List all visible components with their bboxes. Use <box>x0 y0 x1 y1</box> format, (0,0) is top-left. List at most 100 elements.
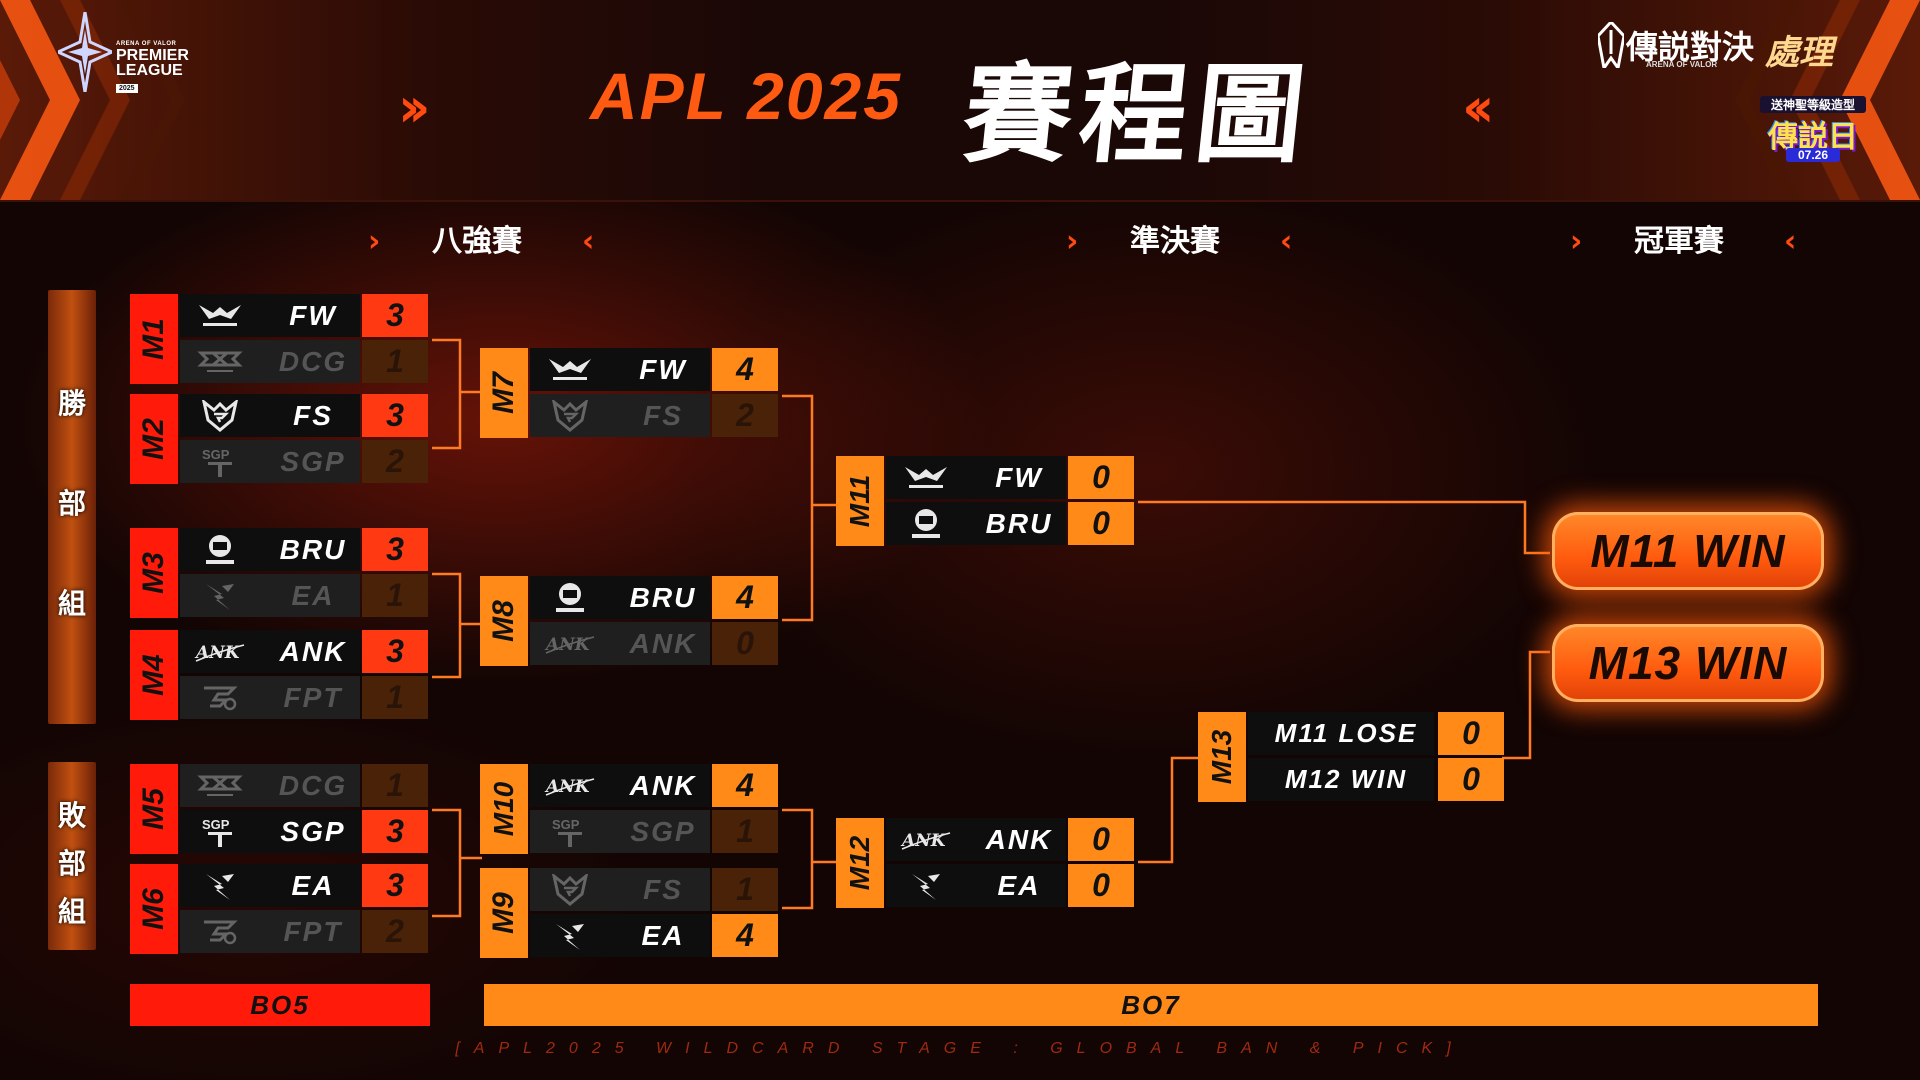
team-name: SGP <box>630 816 696 847</box>
team-name: SGP <box>280 446 346 477</box>
promo-line-1: 送神聖等級造型 <box>1760 96 1866 113</box>
chevron-right-icon: › <box>1066 224 1079 259</box>
ank-logo-icon: ANK <box>542 770 598 802</box>
fpt-logo-icon <box>192 916 248 948</box>
team-score: 0 <box>1438 758 1504 801</box>
match-id-label: M13 <box>1198 712 1246 802</box>
team-name: BRU <box>629 582 697 613</box>
team-name-box <box>180 764 360 807</box>
team-score: 1 <box>362 340 428 383</box>
team-score: 0 <box>712 622 778 665</box>
round-header-quarterfinal: › 八強賽 ‹ <box>368 220 600 264</box>
match-id-text: M8 <box>487 600 520 642</box>
team-name: ANK <box>985 824 1053 855</box>
fs-logo-icon <box>542 874 598 906</box>
team-name-box <box>180 574 360 617</box>
sgp-logo-icon: SGP <box>192 816 248 848</box>
dcg-logo-icon <box>192 346 248 378</box>
svg-text:SGP: SGP <box>552 817 580 832</box>
team-score: 3 <box>362 528 428 571</box>
apl-logo: ARENA OF VALOR PREMIER LEAGUE 2025 <box>58 12 208 93</box>
match-id-text: M9 <box>487 892 520 934</box>
round-header-final: › 冠軍賽 ‹ <box>1570 220 1802 264</box>
ea-logo-icon <box>542 920 598 952</box>
team-name: FPT <box>283 916 343 947</box>
logo-line-2: PREMIER <box>116 47 189 64</box>
logo-line-3: LEAGUE <box>116 62 183 79</box>
team-name: FS <box>643 874 683 905</box>
fs-logo-icon <box>542 400 598 432</box>
team-score: 2 <box>362 910 428 953</box>
group-char: 部 <box>57 487 86 520</box>
team-name-box <box>180 440 360 483</box>
team-name: SGP <box>280 816 346 847</box>
team-score: 0 <box>1068 502 1134 545</box>
format-bo7-bar: BO7 <box>484 984 1818 1026</box>
wolf-logo-icon <box>898 462 954 494</box>
team-name-box <box>530 868 710 911</box>
team-score: 3 <box>362 394 428 437</box>
match-id-text: M1 <box>137 318 170 360</box>
team-score: 1 <box>362 676 428 719</box>
team-name: BRU <box>985 508 1053 539</box>
bru-logo-icon <box>542 582 598 614</box>
team-score: 3 <box>362 810 428 853</box>
fpt-logo-icon <box>192 682 248 714</box>
ea-logo-icon <box>192 580 248 612</box>
ea-logo-icon <box>898 870 954 902</box>
team-name-box <box>180 810 360 853</box>
team-score: 0 <box>1438 712 1504 755</box>
team-score: 0 <box>1068 456 1134 499</box>
sgp-logo-icon: SGP <box>542 816 598 848</box>
team-name-box <box>180 864 360 907</box>
team-name-box <box>180 630 360 673</box>
team-score: 4 <box>712 348 778 391</box>
team-name: EA <box>641 920 685 951</box>
team-name-box <box>530 764 710 807</box>
sgp-logo-icon: SGP <box>192 446 248 478</box>
sponsor-logo: 處理 <box>1765 33 1833 73</box>
match-id-label: M9 <box>480 868 528 958</box>
team-name-box <box>180 910 360 953</box>
match-id-label: M8 <box>480 576 528 666</box>
match-id-text: M10 <box>488 781 519 837</box>
team-name-box <box>530 622 710 665</box>
dcg-logo-icon <box>192 770 248 802</box>
match-id-label: M5 <box>130 764 178 854</box>
team-name: EA <box>997 870 1041 901</box>
round-label: 冠軍賽 <box>1634 224 1724 259</box>
ank-logo-icon: ANK <box>192 636 248 668</box>
team-name-box <box>1248 712 1434 755</box>
team-score: 4 <box>712 576 778 619</box>
match-id-label: M10 <box>480 764 528 854</box>
team-score: 1 <box>712 810 778 853</box>
footer-caption: [APL2025 WILDCARD STAGE : GLOBAL BAN & P… <box>455 1040 1465 1057</box>
ank-logo-icon: ANK <box>898 824 954 856</box>
round-label: 八強賽 <box>432 224 522 259</box>
bru-logo-icon <box>192 534 248 566</box>
team-name: DCG <box>278 770 348 801</box>
match-id-text: M5 <box>137 788 170 830</box>
team-score: 0 <box>1068 818 1134 861</box>
match-id-text: M11 <box>844 474 876 528</box>
team-score: 2 <box>362 440 428 483</box>
apl-logo-text: ARENA OF VALOR PREMIER LEAGUE 2025 <box>116 40 189 93</box>
final-slot-label: M13 WIN <box>1588 637 1788 689</box>
team-name-box <box>180 340 360 383</box>
brand-subtitle: ARENA OF VALOR <box>1646 60 1718 69</box>
team-score: 4 <box>712 914 778 957</box>
format-bo5-bar: BO5 <box>130 984 430 1026</box>
aov-emblem-icon <box>1598 22 1624 68</box>
wolf-logo-icon <box>192 300 248 332</box>
wolf-logo-icon <box>542 354 598 386</box>
match-id-text: M13 <box>1206 729 1237 785</box>
